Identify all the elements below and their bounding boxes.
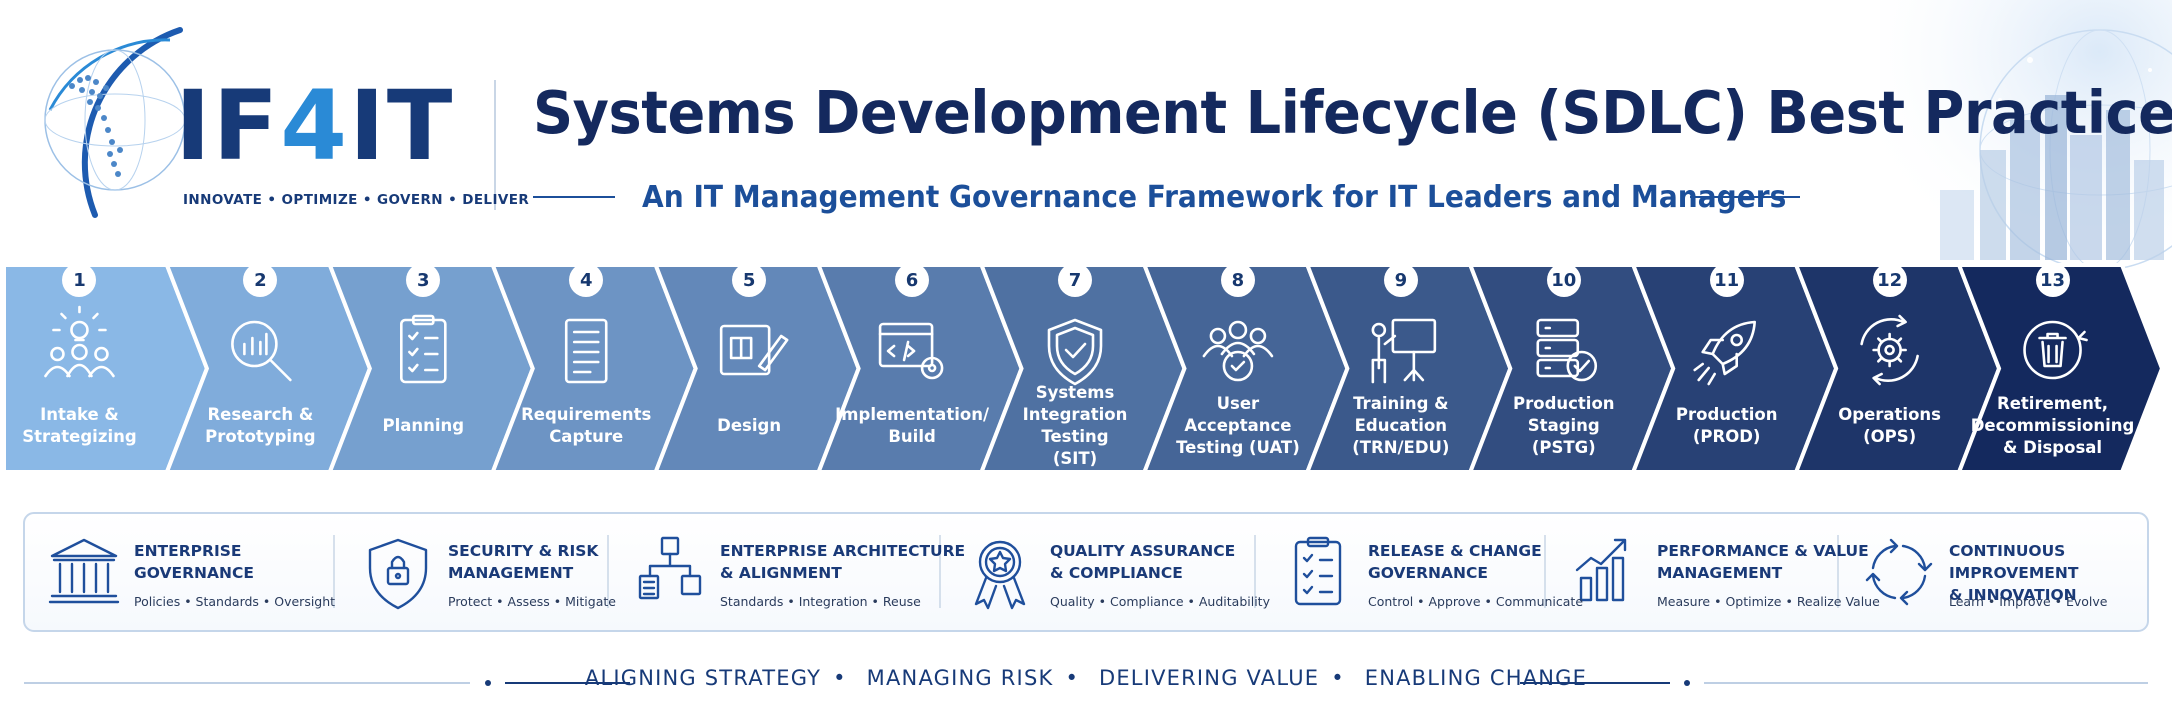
step-number: 5 (732, 263, 767, 297)
pillar-dividers (333, 535, 1839, 608)
pillar-subtitle: Learn • Improve • Evolve (1949, 594, 2108, 609)
step-icons (44, 305, 2088, 386)
logo-tagline: INNOVATE • OPTIMIZE • GOVERN • DELIVER (183, 192, 530, 208)
logo-wordmark: IF4IT (175, 78, 454, 174)
step-number: 4 (569, 263, 604, 297)
pillar-subtitle: Quality • Compliance • Auditability (1050, 594, 1270, 609)
logo-digit: 4 (280, 70, 350, 182)
step-number: 11 (1709, 263, 1744, 297)
shield-check-icon (1047, 318, 1103, 386)
step-number: 3 (406, 263, 441, 297)
step-number: 1 (62, 263, 97, 297)
step-number: 9 (1383, 263, 1418, 297)
step-number: 7 (1058, 263, 1092, 297)
shield-lock-icon (368, 538, 428, 610)
award-ribbon-icon (974, 540, 1026, 610)
pillar-title: CONTINUOUS IMPROVEMENT & INNOVATION (1949, 542, 2079, 604)
step-label: Design (717, 416, 782, 435)
step-label: Planning (382, 416, 465, 435)
lightbulb-team-icon (44, 305, 115, 378)
globe-icon (44, 27, 186, 218)
step-label: Retirement, Decommissioning & Disposal (1970, 394, 2135, 457)
pillar-subtitle: Policies • Standards • Oversight (134, 594, 336, 609)
institution-icon (48, 538, 120, 604)
pillar-title: PERFORMANCE & VALUE MANAGEMENT (1657, 542, 1869, 582)
step-label: Implementation/ Build (835, 405, 989, 446)
pillar-icons (48, 536, 1933, 610)
step-number: 2 (243, 263, 278, 297)
pillar-subtitle: Control • Approve • Communicate (1368, 594, 1584, 609)
trash-icon (2023, 320, 2088, 380)
logo-prefix: IF (175, 70, 281, 182)
logo-suffix: IT (349, 70, 455, 182)
step-number: 6 (895, 263, 930, 297)
pillar-title: ENTERPRISE ARCHITECTURE & ALIGNMENT (720, 542, 966, 582)
footer-separator: • (1331, 666, 1345, 690)
blueprint-pencil-icon (719, 324, 789, 376)
hierarchy-icon (638, 536, 702, 600)
footer-dot-right (1684, 680, 1690, 686)
step-label: Operations (OPS) (1838, 405, 1941, 446)
users-check-icon (1202, 320, 1274, 382)
step-label: Training & Education (TRN/EDU) (1352, 394, 1450, 457)
gear-cycle-icon (1860, 314, 1919, 386)
footer-item: MANAGING RISK (866, 666, 1054, 690)
page-title: Systems Development Lifecycle (SDLC) Bes… (533, 78, 2172, 147)
server-check-icon (1536, 318, 1598, 382)
refresh-cycle-icon (1865, 538, 1933, 606)
footer-item: ENABLING CHANGE (1364, 666, 1588, 690)
step-label: Requirements Capture (521, 405, 652, 446)
chevron-step-13 (1956, 263, 2165, 474)
step-label: Production (PROD) (1675, 405, 1778, 446)
footer-tagline: ALIGNING STRATEGY • MANAGING RISK • DELIVE… (0, 666, 2172, 690)
magnifier-chart-icon (231, 320, 292, 382)
pillar-title: ENTERPRISE GOVERNANCE (134, 542, 254, 582)
pillar-subtitle: Protect • Assess • Mitigate (448, 594, 616, 609)
document-icon (564, 318, 608, 384)
page-subtitle: An IT Management Governance Framework fo… (642, 180, 1787, 215)
clipboard-checklist-icon (1294, 536, 1342, 606)
step-number: 8 (1220, 263, 1255, 297)
step-label: Production Staging (PSTG) (1513, 394, 1615, 457)
footer-item: ALIGNING STRATEGY (584, 666, 822, 690)
step-number: 12 (1872, 263, 1907, 297)
growth-chart-icon (1575, 538, 1627, 602)
code-gear-icon (878, 322, 944, 380)
presenter-board-icon (1371, 318, 1437, 384)
footer-separator: • (1065, 666, 1080, 690)
footer-item: DELIVERING VALUE (1098, 666, 1320, 690)
step-label: User Acceptance Testing (UAT) (1176, 394, 1300, 457)
city-skyline-decoration (1880, 0, 2172, 271)
step-label: Systems Integration Testing (SIT) (1022, 383, 1128, 468)
pillar-subtitle: Standards • Integration • Reuse (720, 594, 921, 609)
pillar-title: QUALITY ASSURANCE & COMPLIANCE (1050, 542, 1236, 582)
pillars-panel (23, 512, 2149, 632)
rocket-icon (1693, 320, 1756, 386)
step-label: Intake & Strategizing (22, 405, 137, 446)
step-label: Research & Prototyping (205, 405, 316, 446)
pillar-title: SECURITY & RISK MANAGEMENT (448, 542, 599, 582)
lifecycle-chevrons (2, 263, 2165, 474)
clipboard-checklist-icon (400, 314, 447, 384)
footer-dot-left (485, 680, 491, 686)
step-number: 10 (1546, 263, 1581, 297)
footer-separator: • (833, 666, 847, 690)
step-number: 13 (2035, 263, 2070, 297)
pillar-title: RELEASE & CHANGE GOVERNANCE (1368, 542, 1542, 582)
pillar-subtitle: Measure • Optimize • Realize Value (1657, 594, 1880, 609)
